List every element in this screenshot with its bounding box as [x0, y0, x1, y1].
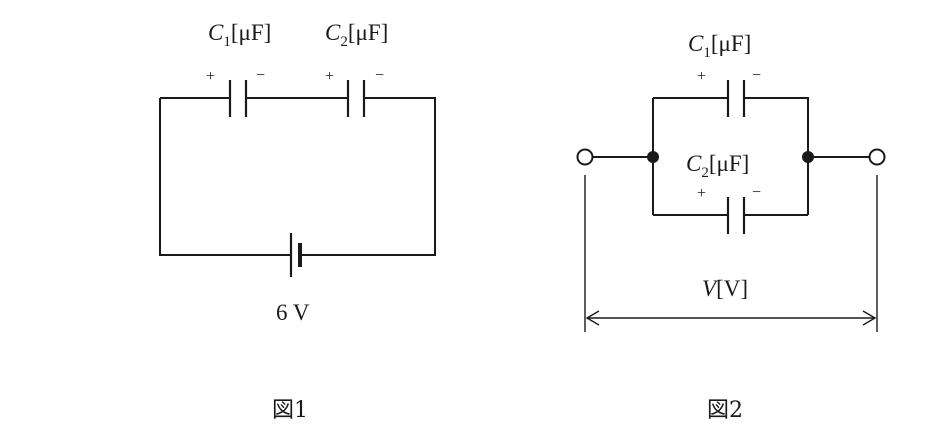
fig2-c1-label: C1[μF] [688, 31, 751, 61]
fig2-c2-plus-sign: + [697, 185, 706, 202]
fig2-right-junction [802, 151, 814, 163]
fig2-c1-minus-sign: − [752, 67, 761, 84]
fig2-left-terminal [576, 148, 594, 166]
fig1-battery-label: 6 V [276, 300, 310, 325]
fig2-right-terminal [868, 148, 886, 166]
figure-1: C1[μF] C2[μF] + − + − 6 V 図1 [159, 20, 436, 423]
fig1-c2-plus-sign: + [325, 68, 334, 85]
fig1-c2-label: C2[μF] [325, 20, 388, 50]
fig1-c2-minus-sign: − [375, 67, 384, 84]
fig1-capacitor-c2 [346, 80, 366, 117]
fig2-left-junction [647, 151, 659, 163]
fig1-caption: 図1 [272, 398, 308, 423]
fig1-wires [159, 97, 436, 256]
fig1-capacitor-c1 [228, 80, 248, 117]
fig2-c1-plus-sign: + [697, 68, 706, 85]
fig1-c1-minus-sign: − [256, 67, 265, 84]
fig2-caption: 図2 [707, 398, 743, 423]
fig1-battery [289, 233, 302, 277]
fig2-c2-minus-sign: − [752, 184, 761, 201]
fig2-voltage-label: V[V] [702, 276, 748, 301]
fig2-capacitor-c1 [726, 80, 746, 117]
fig2-c2-label: C2[μF] [686, 151, 749, 181]
figure-2: C1[μF] + − C2[μF] + − V[V] 図2 [576, 31, 886, 423]
fig1-c1-label: C1[μF] [208, 20, 271, 50]
fig2-capacitor-c2 [726, 197, 746, 234]
fig1-c1-plus-sign: + [206, 68, 215, 85]
fig2-voltage-arrow [585, 310, 877, 326]
